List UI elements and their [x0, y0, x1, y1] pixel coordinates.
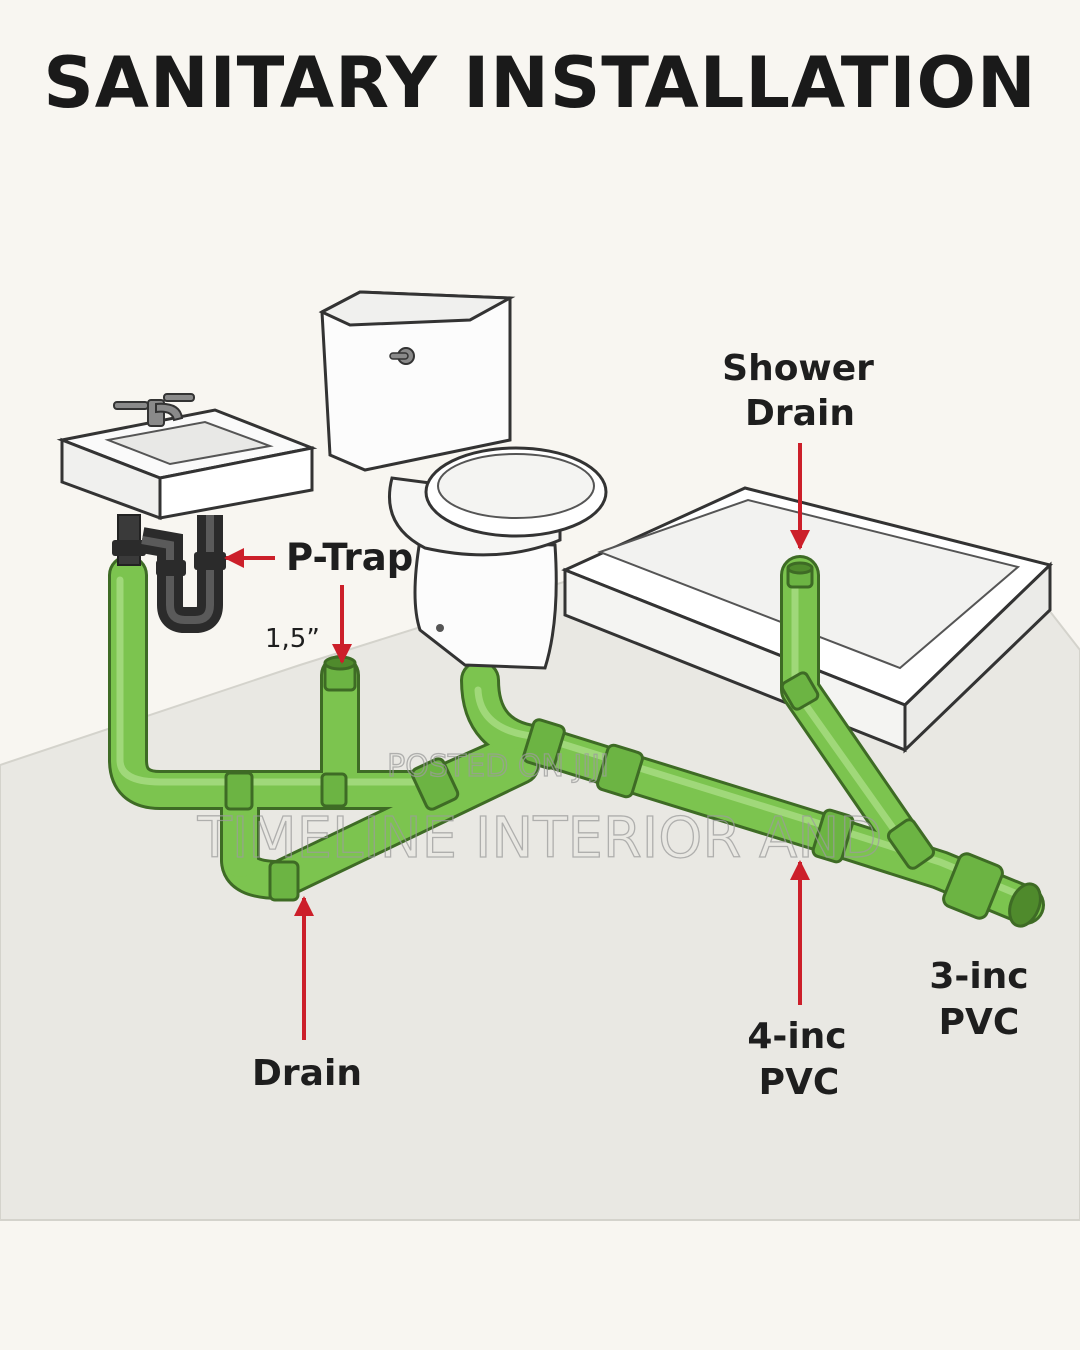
pvc-4-label-line1: 4-inc — [747, 1016, 846, 1057]
flush-handle-icon — [389, 347, 415, 365]
p-trap-label: P-Trap — [286, 536, 413, 579]
toilet — [318, 290, 608, 670]
pipe-network — [108, 555, 1045, 928]
watermark-line2: TIMELINE INTERIOR AND — [197, 806, 883, 871]
watermark-line1: POSTED ON JIJI — [387, 749, 609, 784]
page-title: SANITARY INSTALLATION — [43, 42, 1037, 124]
shower-drain-label-line2: Drain — [745, 393, 855, 434]
shower-drain-label-line1: Shower — [722, 348, 874, 389]
sink — [56, 393, 318, 521]
pvc-4-label-line2: PVC — [759, 1062, 840, 1103]
drain-label: Drain — [252, 1053, 362, 1094]
pipe-size-label: 1,5” — [265, 624, 320, 654]
faucet-icon — [113, 393, 195, 427]
pvc-3-label-line1: 3-inc — [929, 956, 1028, 997]
callout-arrows — [224, 443, 810, 1040]
pvc-3-label-line2: PVC — [939, 1002, 1020, 1043]
p-trap — [112, 514, 226, 633]
